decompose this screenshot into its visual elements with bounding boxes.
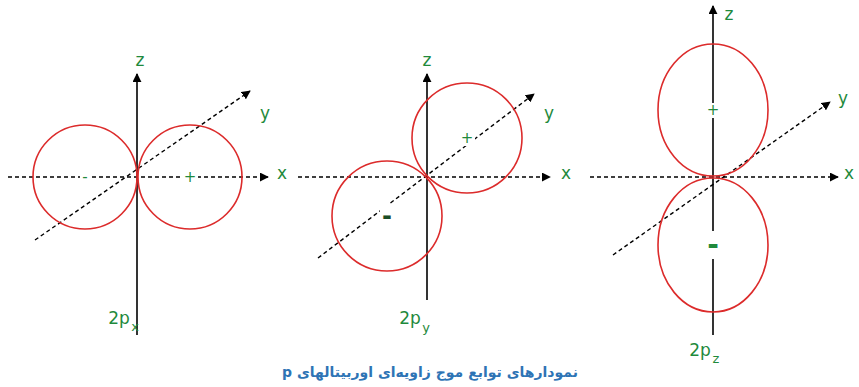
- axis-label: x: [844, 165, 854, 182]
- phase-sign: +: [182, 170, 199, 185]
- axis-label: 2p: [108, 310, 130, 327]
- axis-label: x: [131, 320, 139, 333]
- axis-label: 2p: [399, 310, 421, 327]
- z-axis: [426, 74, 428, 300]
- orbital-lobe: -: [331, 160, 443, 272]
- axis-label: y: [838, 90, 848, 107]
- phase-sign: -: [80, 170, 89, 185]
- axis-label: z: [713, 352, 720, 365]
- axis-label: y: [544, 105, 554, 122]
- axis-label: x: [561, 165, 571, 182]
- phase-sign: -: [380, 204, 394, 228]
- axis-label: 2p: [689, 342, 711, 359]
- axis-label: x: [277, 165, 287, 182]
- axis-label: z: [423, 52, 432, 69]
- orbital-lobe: -: [32, 124, 138, 230]
- orbital-lobe: +: [411, 82, 523, 194]
- phase-sign: +: [705, 103, 722, 118]
- axis-label: y: [422, 321, 430, 334]
- axis-label: y: [260, 105, 270, 122]
- orbital-lobe: -: [657, 177, 769, 313]
- orbital-lobe: +: [657, 43, 769, 177]
- orbital-lobe: +: [137, 124, 243, 230]
- z-axis: [136, 74, 138, 335]
- z-axis: [712, 6, 714, 335]
- y-axis: [35, 91, 250, 240]
- axis-label: z: [136, 52, 145, 69]
- phase-sign: -: [705, 231, 721, 259]
- phase-sign: +: [459, 131, 476, 146]
- figure-caption: نمودارهای توابع موج زاویه‌ای اوربیتالهای…: [282, 364, 578, 381]
- axis-label: z: [725, 6, 734, 23]
